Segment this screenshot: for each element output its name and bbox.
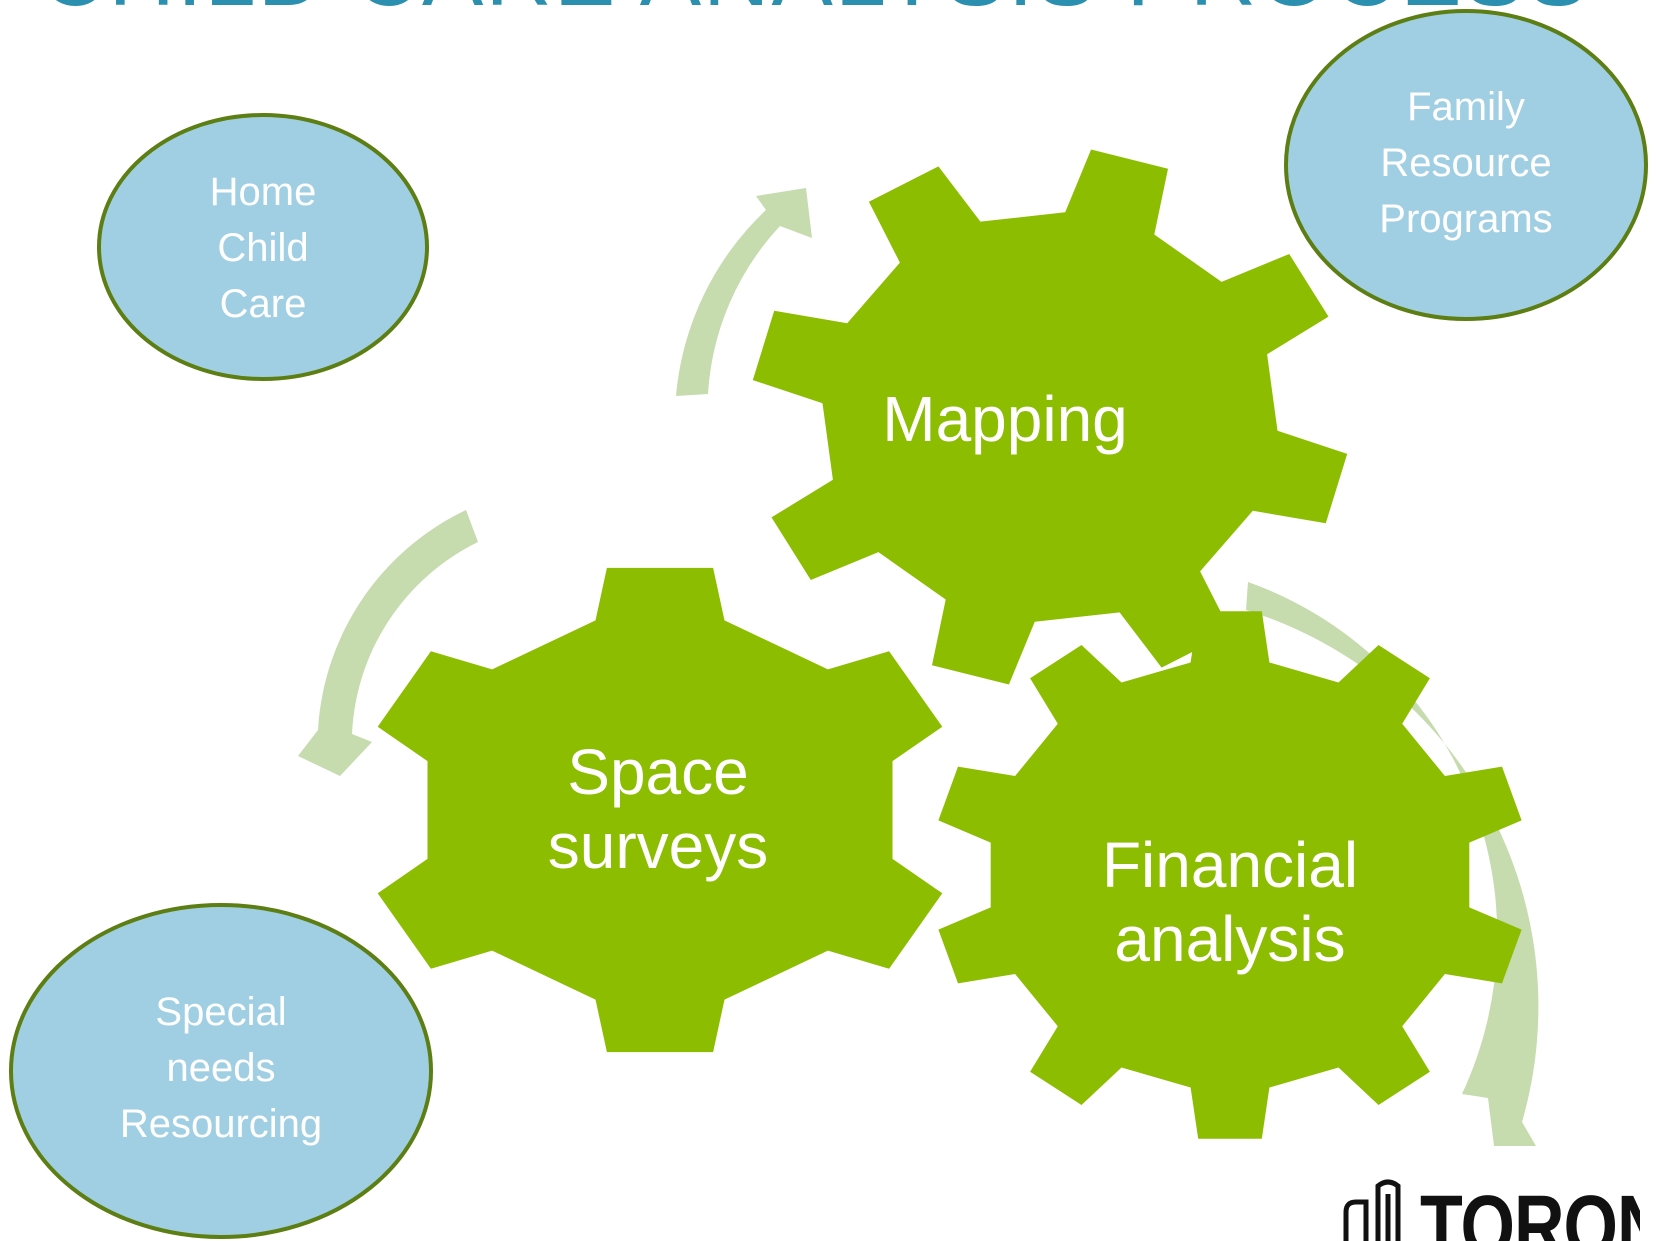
gear-space-line-1: Space xyxy=(567,736,749,808)
bubble-special-label: Special needs Resourcing xyxy=(71,984,371,1152)
bubble-family-label: Family Resource Programs xyxy=(1326,79,1606,247)
gear-financial-line-2: analysis xyxy=(1114,903,1346,975)
bubble-family-line-2: Resource xyxy=(1380,141,1552,185)
gear-financial-analysis xyxy=(938,611,1522,1139)
bubble-special-line-1: Special xyxy=(155,990,287,1034)
toronto-logo: TORONTO xyxy=(1340,1178,1640,1241)
gear-space-line-2: surveys xyxy=(547,810,769,882)
gear-mapping-label: Mapping xyxy=(855,382,1155,456)
bubble-family-line-3: Programs xyxy=(1379,197,1553,241)
bubble-home-child-care xyxy=(97,113,429,381)
bubble-home-line-3: Care xyxy=(219,282,307,326)
bubble-special-line-3: Resourcing xyxy=(119,1102,323,1146)
curved-arrow-top xyxy=(676,188,812,396)
bubble-family-line-1: Family xyxy=(1407,85,1525,129)
bubble-home-label: Home Child Care xyxy=(143,164,383,332)
bubble-home-line-2: Child xyxy=(217,226,309,270)
gear-mapping xyxy=(752,149,1348,685)
gear-mapping-line-1: Mapping xyxy=(882,383,1128,455)
curved-arrow-right xyxy=(1246,582,1539,1146)
gear-space-surveys xyxy=(377,567,943,1053)
gear-financial-line-1: Financial xyxy=(1101,829,1359,901)
bubble-special-needs-resourcing xyxy=(9,903,433,1239)
bubble-special-line-2: needs xyxy=(166,1046,276,1090)
toronto-city-hall-icon xyxy=(1343,1179,1401,1241)
page-title: CHILD CARE ANALYSIS PROCESS xyxy=(40,0,1590,20)
gear-financial-label: Financial analysis xyxy=(1060,828,1400,976)
bubble-home-line-1: Home xyxy=(209,170,317,214)
gear-space-label: Space surveys xyxy=(493,735,823,883)
curved-arrow-left xyxy=(298,510,478,776)
toronto-wordmark: TORONTO xyxy=(1420,1178,1640,1241)
bubble-family-resource-programs xyxy=(1284,9,1648,321)
